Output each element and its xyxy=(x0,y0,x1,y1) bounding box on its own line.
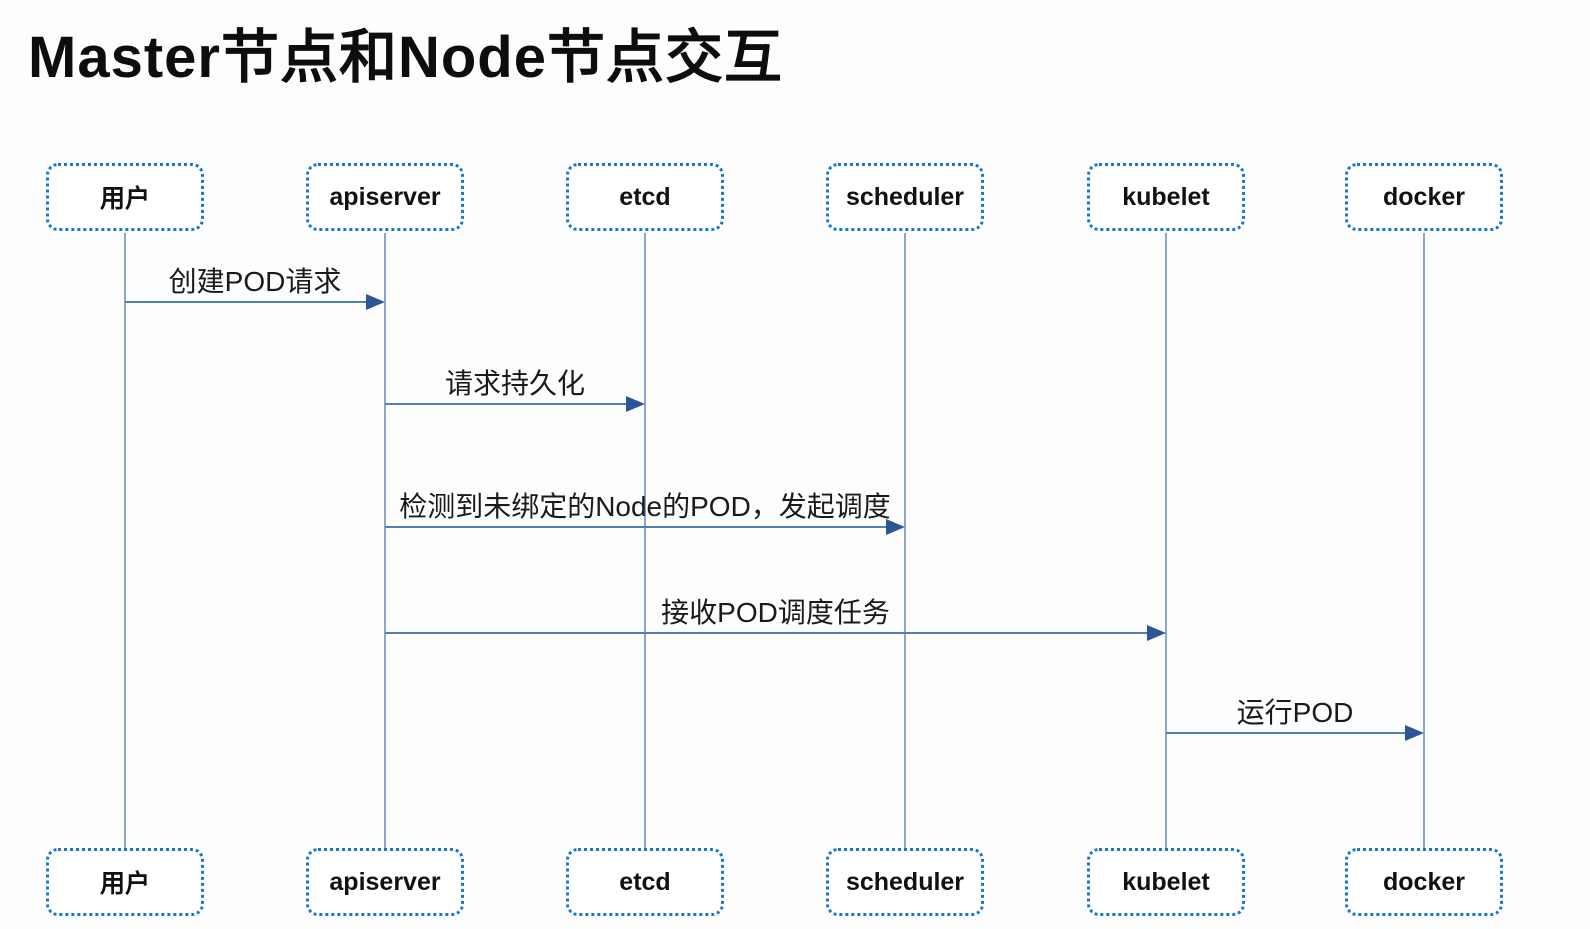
message-arrowhead-icon-1 xyxy=(626,396,645,412)
actor-box-bottom-etcd: etcd xyxy=(566,848,724,916)
actor-box-bottom-scheduler: scheduler xyxy=(826,848,984,916)
message-label-3: 接收POD调度任务 xyxy=(661,597,890,628)
page-title: Master节点和Node节点交互 xyxy=(28,25,783,90)
message-arrowhead-icon-3 xyxy=(1147,625,1166,641)
actor-label-apiserver: apiserver xyxy=(329,182,441,211)
actor-box-bottom-docker: docker xyxy=(1345,848,1503,916)
actor-box-top-scheduler: scheduler xyxy=(826,163,984,231)
lifeline-scheduler xyxy=(904,233,906,848)
actor-box-top-etcd: etcd xyxy=(566,163,724,231)
message-label-0: 创建POD请求 xyxy=(168,266,342,297)
lifeline-etcd xyxy=(644,233,646,848)
message-arrowhead-icon-4 xyxy=(1405,725,1424,741)
message-label-4: 运行POD xyxy=(1236,697,1354,728)
message-arrowhead-icon-2 xyxy=(886,519,905,535)
actor-label-kubelet: kubelet xyxy=(1122,182,1210,211)
actor-box-top-kubelet: kubelet xyxy=(1087,163,1245,231)
lifeline-apiserver xyxy=(384,233,386,848)
actor-box-top-docker: docker xyxy=(1345,163,1503,231)
message-label-2: 检测到未绑定的Node的POD，发起调度 xyxy=(399,491,891,522)
actor-label-scheduler: scheduler xyxy=(845,867,965,896)
actor-label-docker: docker xyxy=(1383,867,1465,896)
lifeline-docker xyxy=(1423,233,1425,848)
message-line-3 xyxy=(385,632,1147,634)
actor-label-etcd: etcd xyxy=(619,182,671,211)
actor-box-bottom-apiserver: apiserver xyxy=(306,848,464,916)
message-line-0 xyxy=(125,301,366,303)
actor-label-docker: docker xyxy=(1383,182,1465,211)
actor-box-bottom-kubelet: kubelet xyxy=(1087,848,1245,916)
actor-box-top-apiserver: apiserver xyxy=(306,163,464,231)
message-label-1: 请求持久化 xyxy=(444,368,586,399)
message-line-1 xyxy=(385,403,626,405)
message-line-2 xyxy=(385,526,886,528)
actor-label-kubelet: kubelet xyxy=(1122,867,1210,896)
lifeline-kubelet xyxy=(1165,233,1167,848)
actor-label-scheduler: scheduler xyxy=(845,182,965,211)
message-line-4 xyxy=(1166,732,1405,734)
actor-box-top-user: 用户 xyxy=(46,163,204,231)
lifeline-user xyxy=(124,233,126,848)
actor-label-apiserver: apiserver xyxy=(329,867,441,896)
message-arrowhead-icon-0 xyxy=(366,294,385,310)
actor-label-user: 用户 xyxy=(99,870,150,898)
actor-label-user: 用户 xyxy=(99,185,150,213)
actor-box-bottom-user: 用户 xyxy=(46,848,204,916)
actor-label-etcd: etcd xyxy=(619,867,671,896)
